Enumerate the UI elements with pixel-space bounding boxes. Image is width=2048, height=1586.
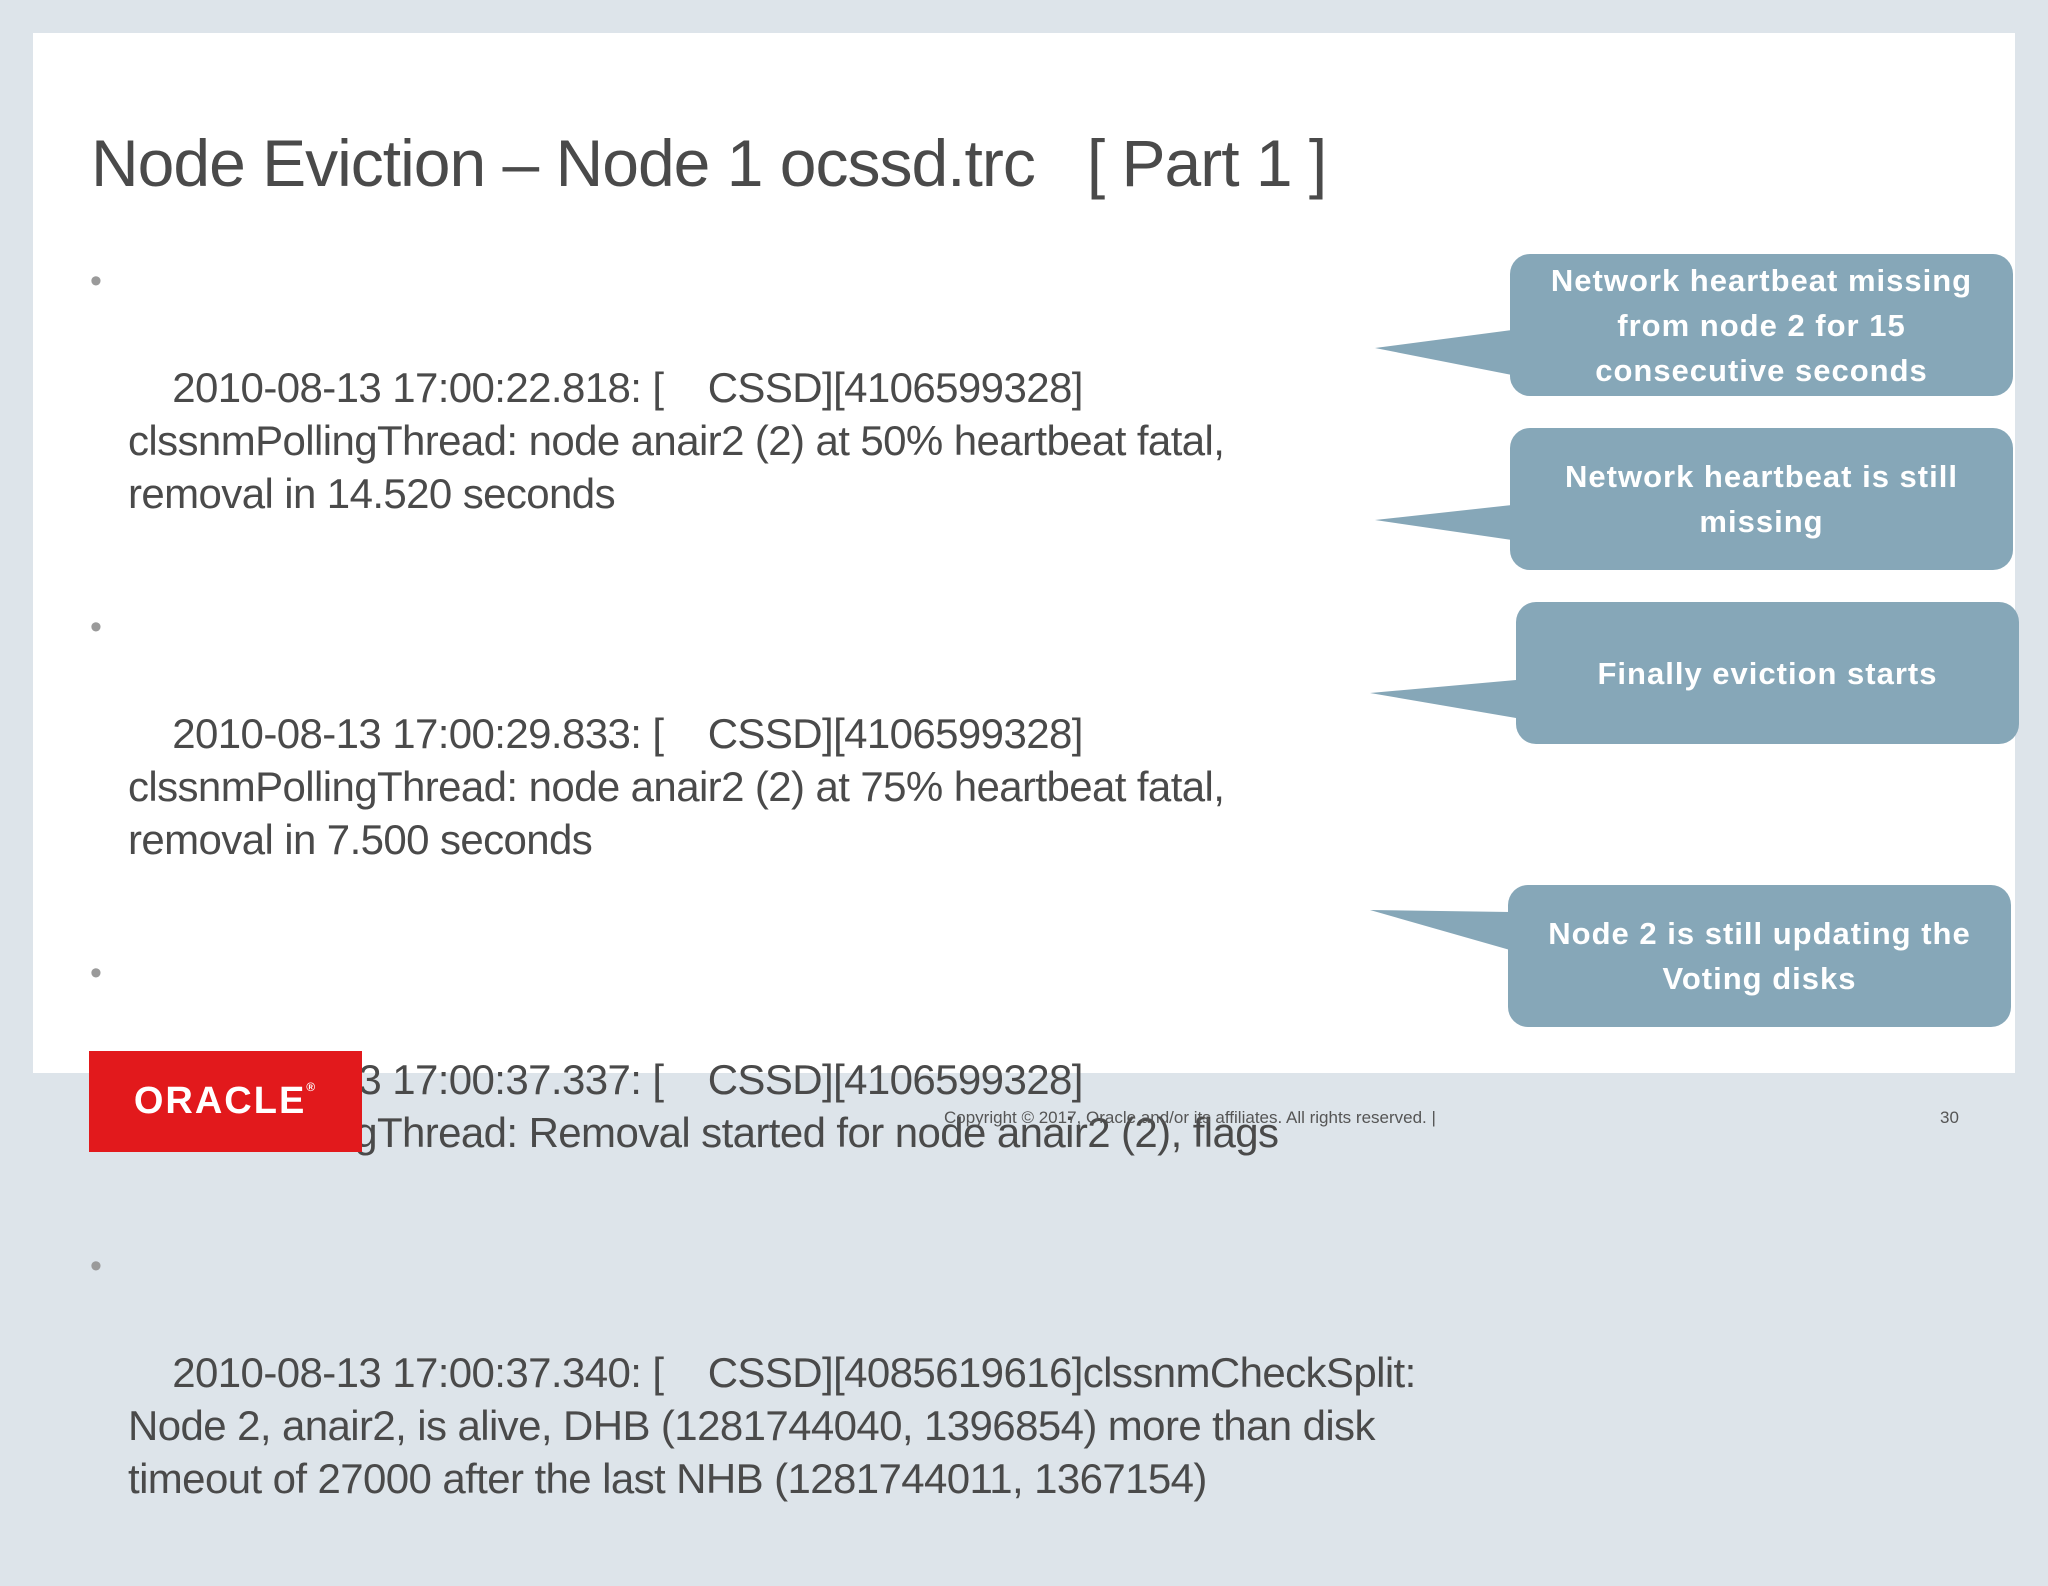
page-number: 30	[1940, 1108, 1959, 1127]
callout-text: Node 2 is still updating the Voting disk…	[1548, 916, 1971, 996]
bullet-text: 2010-08-13 17:00:22.818: [ CSSD][4106599…	[128, 364, 1225, 517]
slide-title: Node Eviction – Node 1 ocssd.trc [ Part …	[91, 126, 1327, 200]
bullet-marker: •	[90, 1247, 102, 1285]
callout-network-heartbeat-missing: Network heartbeat missing from node 2 fo…	[1510, 254, 2013, 396]
callout-eviction-starts: Finally eviction starts	[1516, 602, 2019, 744]
bullet-text: 2010-08-13 17:00:29.833: [ CSSD][4106599…	[128, 710, 1225, 863]
bullet-item: • 2010-08-13 17:00:37.340: [ CSSD][40856…	[88, 1240, 1568, 1558]
callout-text: Finally eviction starts	[1597, 655, 1938, 691]
bullet-marker: •	[90, 608, 102, 646]
logo-text: ORACLE®	[133, 1080, 318, 1122]
callout-text: Network heartbeat is still missing	[1565, 459, 1958, 539]
bullet-item: • 2010-08-13 17:00:22.818: [ CSSD][41065…	[88, 255, 1568, 573]
copyright-text: Copyright © 2017, Oracle and/or its affi…	[944, 1108, 1436, 1127]
bullet-marker: •	[90, 954, 102, 992]
callout-text: Network heartbeat missing from node 2 fo…	[1550, 262, 1973, 388]
oracle-logo: ORACLE®	[89, 1051, 362, 1152]
bullet-list: • 2010-08-13 17:00:22.818: [ CSSD][41065…	[88, 255, 1568, 1586]
bullet-item: • 2010-08-13 17:00:29.833: [ CSSD][41065…	[88, 601, 1568, 919]
callout-heartbeat-still-missing: Network heartbeat is still missing	[1510, 428, 2013, 570]
bullet-marker: •	[90, 262, 102, 300]
bullet-text: 2010-08-13 17:00:37.340: [ CSSD][4085619…	[128, 1349, 1416, 1502]
callout-updating-voting-disks: Node 2 is still updating the Voting disk…	[1508, 885, 2011, 1027]
